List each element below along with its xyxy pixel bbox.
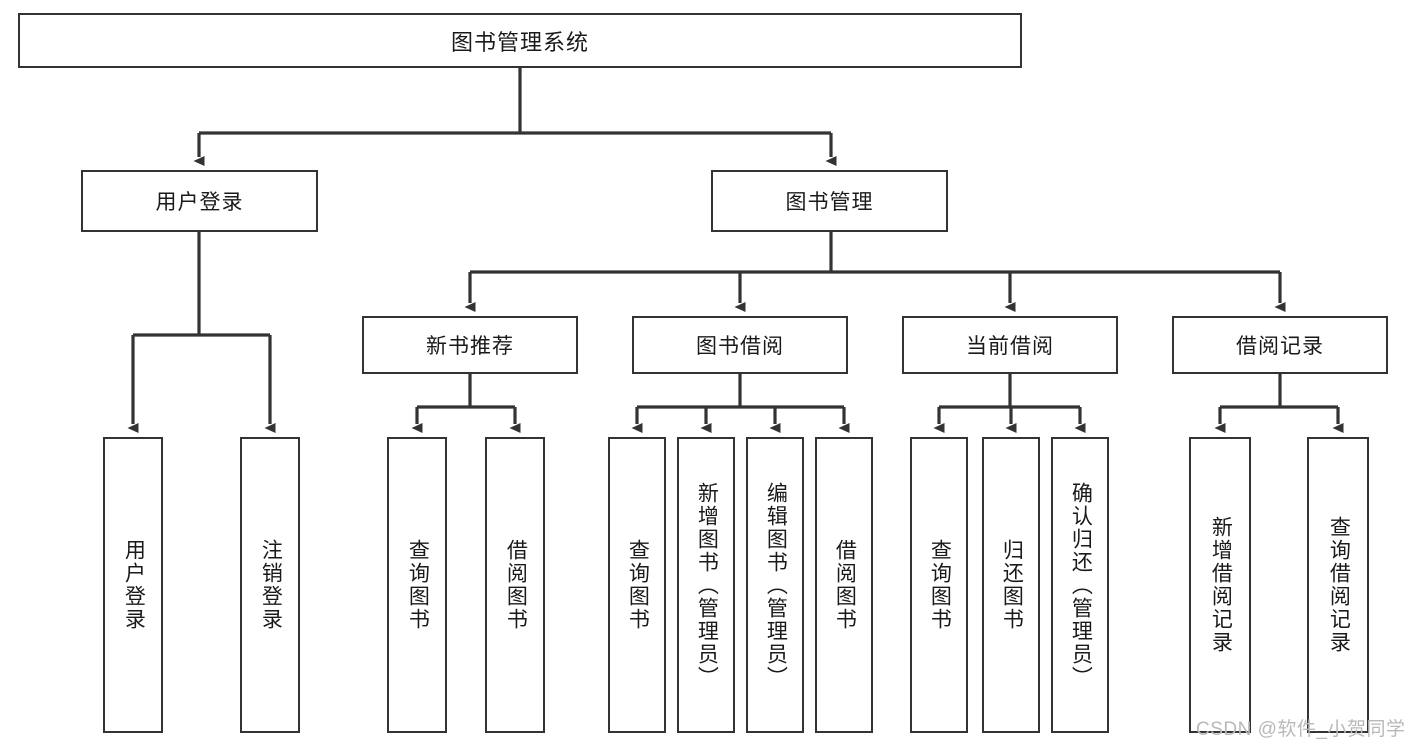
node-leaf-return-book[interactable]: 归还图书: [982, 437, 1040, 733]
watermark: CSDN @软件_小贺同学: [1196, 719, 1405, 740]
node-leaf-query-book-recommend[interactable]: 查询图书: [387, 437, 447, 733]
node-leaf-user-login[interactable]: 用户登录: [103, 437, 163, 733]
node-leaf-add-book-admin[interactable]: 新增图书（管理员）: [677, 437, 735, 733]
node-leaf-borrow-book-recommend[interactable]: 借阅图书: [485, 437, 545, 733]
node-root[interactable]: 图书管理系统: [18, 13, 1022, 68]
node-leaf-query-book-current[interactable]: 查询图书: [910, 437, 968, 733]
node-borrow-record[interactable]: 借阅记录: [1172, 316, 1388, 374]
node-current-borrow[interactable]: 当前借阅: [902, 316, 1118, 374]
node-leaf-query-book-borrow[interactable]: 查询图书: [608, 437, 666, 733]
node-book-borrow[interactable]: 图书借阅: [632, 316, 848, 374]
node-book-manage[interactable]: 图书管理: [711, 170, 948, 232]
node-leaf-logout[interactable]: 注销登录: [240, 437, 300, 733]
node-leaf-add-borrow-record[interactable]: 新增借阅记录: [1189, 437, 1251, 733]
node-leaf-edit-book-admin[interactable]: 编辑图书（管理员）: [746, 437, 804, 733]
node-leaf-query-borrow-record[interactable]: 查询借阅记录: [1307, 437, 1369, 733]
node-user-login[interactable]: 用户登录: [81, 170, 318, 232]
node-leaf-confirm-return-admin[interactable]: 确认归还（管理员）: [1051, 437, 1109, 733]
node-new-book-recommend[interactable]: 新书推荐: [362, 316, 578, 374]
node-leaf-borrow-book[interactable]: 借阅图书: [815, 437, 873, 733]
